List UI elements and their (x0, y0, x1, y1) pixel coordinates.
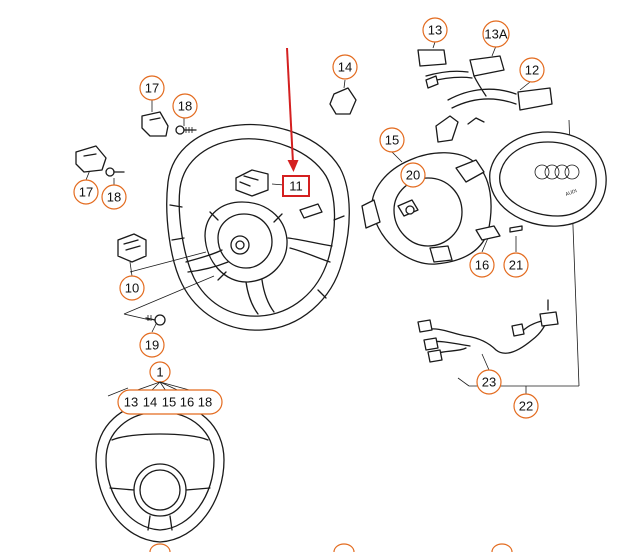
airbag-brand-text: AUDI (565, 188, 578, 198)
part-21-pin (509, 225, 523, 233)
part-20-screw (397, 199, 419, 217)
part-18-top (175, 125, 197, 135)
part-18-left (105, 167, 125, 177)
variant-label-16: 16 (180, 395, 194, 410)
svg-text:11: 11 (289, 179, 303, 194)
callout-22: 22 (513, 393, 539, 419)
part-13-paddle (417, 49, 473, 89)
callout-16: 16 (469, 252, 495, 278)
part-15-trim (361, 152, 492, 265)
variant-label-14: 14 (143, 395, 157, 410)
svg-text:16: 16 (475, 258, 489, 273)
svg-text:13: 13 (428, 23, 442, 38)
callout-11-highlighted: 11 (282, 175, 310, 197)
airbag-module: AUDI (489, 131, 607, 227)
steering-wheel-main (166, 123, 350, 331)
svg-text:18: 18 (107, 190, 121, 205)
variant-label-frame (117, 389, 223, 415)
callout-21: 21 (503, 252, 529, 278)
audi-rings-logo (534, 164, 580, 180)
svg-text:15: 15 (385, 133, 399, 148)
svg-text:22: 22 (519, 399, 533, 414)
svg-text:17: 17 (79, 185, 93, 200)
svg-text:19: 19 (145, 338, 159, 353)
callout-18-top: 18 (172, 93, 198, 119)
callout-1-label: 1 (156, 365, 163, 380)
part-17-top (141, 111, 169, 137)
callout-23: 23 (476, 369, 502, 395)
part-16-clip (475, 225, 501, 241)
svg-text:13A: 13A (484, 27, 507, 42)
part-19 (145, 314, 166, 326)
svg-text:12: 12 (525, 63, 539, 78)
callout-15: 15 (379, 127, 405, 153)
variant-label-18: 18 (198, 395, 212, 410)
svg-text:23: 23 (482, 375, 496, 390)
callout-13-top: 13 (422, 17, 448, 43)
callout-17-top: 17 (139, 75, 165, 101)
cut-off-callouts (149, 543, 513, 552)
part-13a-paddle (469, 55, 505, 97)
callout-19: 19 (139, 332, 165, 358)
svg-text:21: 21 (509, 258, 523, 273)
variant-label-13: 13 (124, 395, 138, 410)
part-10 (117, 233, 147, 263)
callout-17-left: 17 (73, 179, 99, 205)
svg-text:18: 18 (178, 99, 192, 114)
callout-12: 12 (519, 57, 545, 83)
callout-14-top: 14 (332, 54, 358, 80)
svg-text:10: 10 (125, 281, 139, 296)
svg-text:14: 14 (338, 60, 352, 75)
svg-text:17: 17 (145, 81, 159, 96)
callouts: 13 13A 12 14 17 18 15 20 (73, 17, 545, 419)
callout-20: 20 (400, 162, 426, 188)
variant-label-group: 1 13 14 15 16 18 (117, 361, 223, 415)
callout-10: 10 (119, 275, 145, 301)
callout-18-left: 18 (101, 184, 127, 210)
part-14-top (329, 87, 357, 115)
svg-text:20: 20 (406, 168, 420, 183)
callout-13a: 13A (482, 20, 510, 48)
wiring-harness (417, 299, 559, 363)
highlight-arrow (286, 47, 299, 172)
part-17-left (75, 145, 107, 173)
part-12-paddles (435, 87, 553, 143)
variant-label-15: 15 (162, 395, 176, 410)
